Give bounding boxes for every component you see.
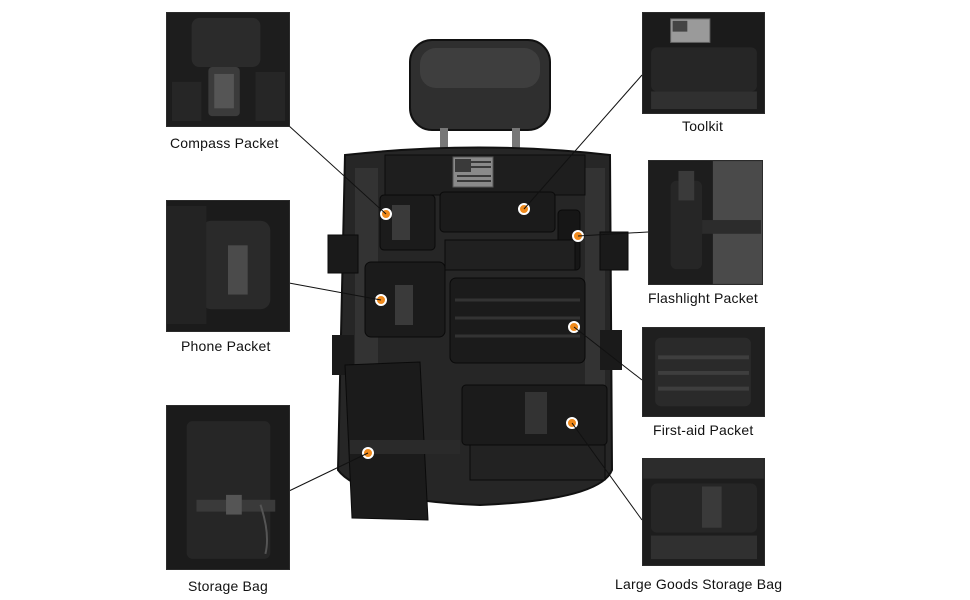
compass-packet-label: Compass Packet xyxy=(170,135,279,151)
phone-packet-label: Phone Packet xyxy=(181,338,271,354)
compass-packet-thumbnail xyxy=(166,12,290,127)
large-goods-storage-bag-label: Large Goods Storage Bag xyxy=(615,576,783,592)
toolkit-thumbnail xyxy=(642,12,765,114)
flashlight-packet-label: Flashlight Packet xyxy=(648,290,759,306)
storage-bag-thumbnail xyxy=(166,405,290,570)
first-aid-packet-thumbnail xyxy=(642,327,765,417)
storage-bag-label: Storage Bag xyxy=(188,578,269,594)
toolkit-label: Toolkit xyxy=(682,118,724,134)
large-goods-storage-bag-thumbnail xyxy=(642,458,765,566)
first-aid-packet-label: First-aid Packet xyxy=(653,422,754,438)
phone-packet-thumbnail xyxy=(166,200,290,332)
leader-lines xyxy=(287,74,649,521)
flag-patch-icon xyxy=(455,159,491,182)
flashlight-packet-thumbnail xyxy=(648,160,763,285)
